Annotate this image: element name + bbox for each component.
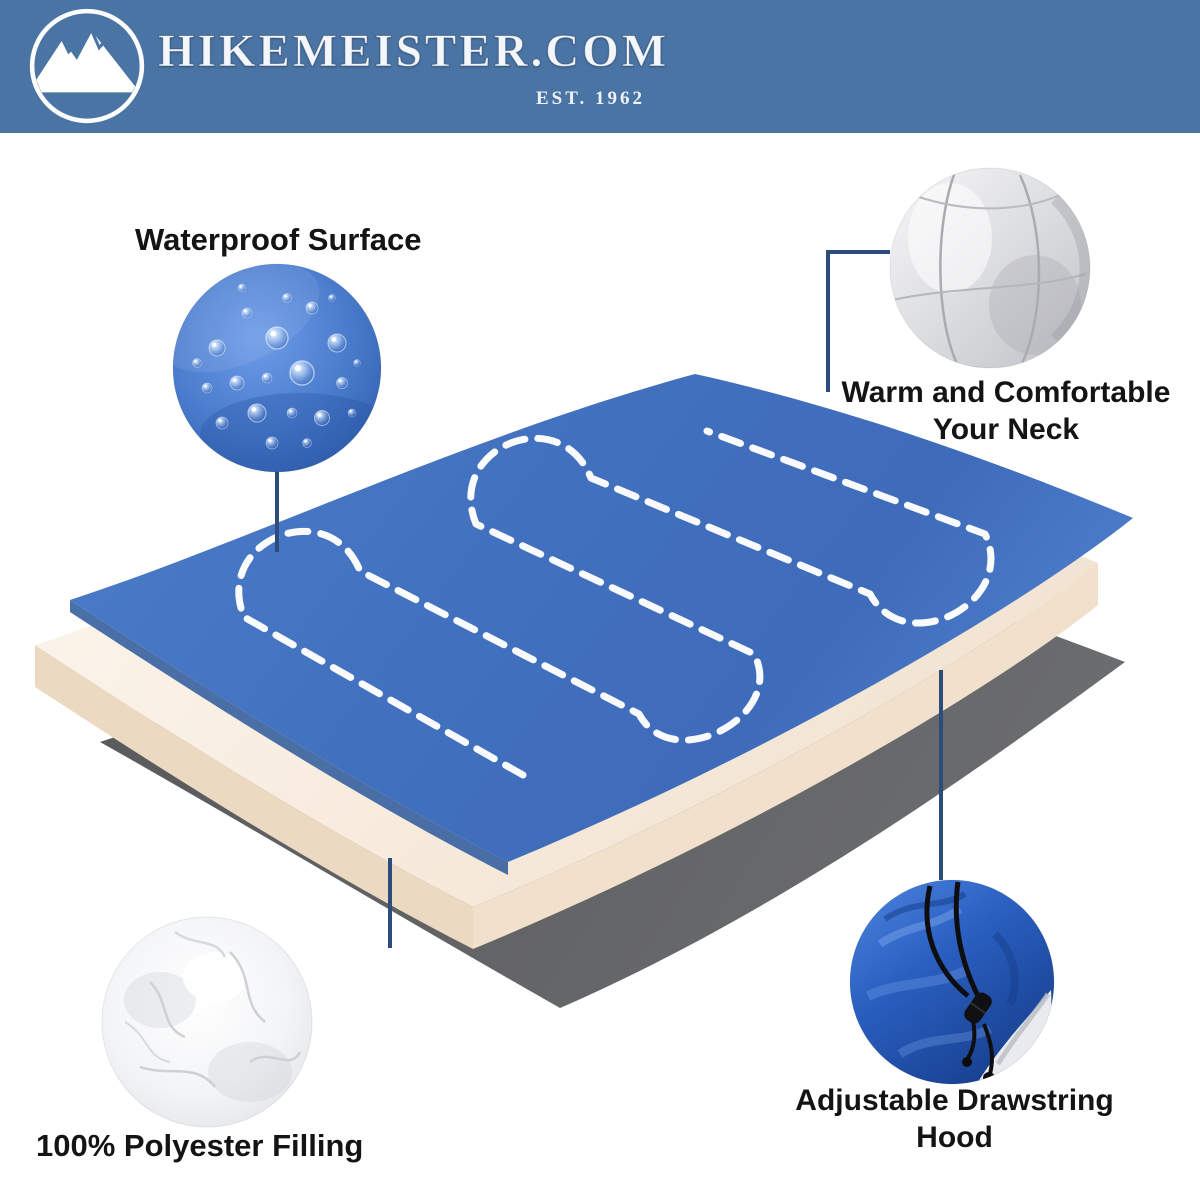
drawstring-cord bbox=[924, 881, 995, 1084]
connector-neck bbox=[826, 250, 890, 392]
brand-title: HIKEMEISTER.COM bbox=[157, 25, 670, 78]
neck-label: Warm and Comfortable Your Neck bbox=[812, 374, 1200, 448]
hood-label-line1: Adjustable Drawstring bbox=[795, 1084, 1114, 1117]
neck-label-line2: Your Neck bbox=[932, 413, 1080, 446]
waterproof-label: Waterproof Surface bbox=[135, 222, 422, 257]
bag-top-layer bbox=[70, 374, 1133, 875]
stitching-dashed-line bbox=[235, 427, 995, 779]
drawstring-hood-photo bbox=[849, 879, 1055, 1085]
hood-label-line2: Hood bbox=[916, 1121, 993, 1154]
neck-label-line1: Warm and Comfortable bbox=[841, 376, 1171, 409]
hood-label: Adjustable Drawstring Hood bbox=[762, 1082, 1147, 1156]
polyester-fluff-photo bbox=[101, 916, 313, 1128]
polyester-label: 100% Polyester Filling bbox=[36, 1128, 364, 1163]
waterproof-fabric-photo bbox=[172, 263, 382, 473]
header-banner: HIKEMEISTER.COM EST. 1962 bbox=[0, 0, 1200, 133]
quilted-neck-photo bbox=[889, 167, 1091, 369]
mountain-logo-icon bbox=[29, 8, 145, 124]
brand-established: EST. 1962 bbox=[535, 88, 645, 109]
